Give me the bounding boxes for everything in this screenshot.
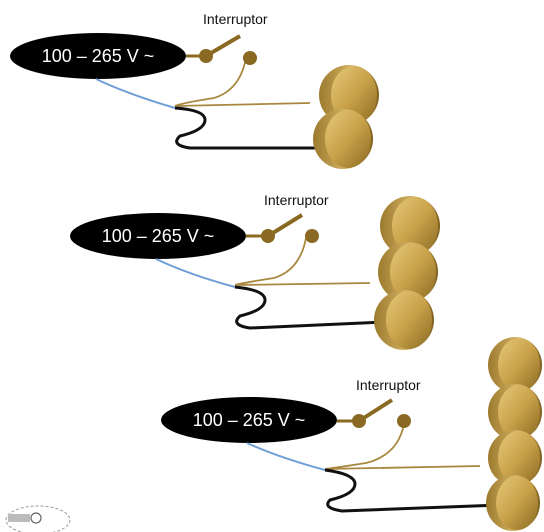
gold-wire	[174, 57, 311, 107]
black-wire	[234, 285, 386, 330]
gold-wire	[234, 237, 371, 286]
voltage-label: 100 – 265 V ~	[193, 410, 306, 430]
switch-contact	[397, 414, 411, 428]
coin-stack	[313, 65, 379, 169]
coin	[486, 475, 540, 531]
switch-contact	[305, 229, 319, 243]
blue-wire	[246, 442, 326, 471]
voltage-label: 100 – 265 V ~	[102, 226, 215, 246]
blue-wire	[155, 258, 236, 288]
coin	[313, 109, 373, 169]
black-wire	[324, 468, 501, 513]
voltage-oval	[10, 33, 186, 79]
voltage-oval	[70, 213, 246, 259]
coin	[488, 430, 542, 486]
switch-label: Interruptor	[264, 192, 329, 208]
diagram-1: 100 – 265 V ~ Interruptor	[10, 11, 379, 169]
coin	[488, 384, 542, 440]
switch-pivot	[352, 414, 366, 428]
diagram-3: 100 – 265 V ~ Interruptor	[161, 337, 542, 531]
coin	[374, 290, 434, 350]
coin	[488, 337, 542, 393]
blue-wire	[95, 78, 176, 109]
seal-logo-icon	[5, 505, 71, 532]
voltage-oval	[161, 397, 337, 443]
switch-contact	[243, 51, 257, 65]
coin-stack	[374, 196, 440, 350]
coin	[378, 242, 438, 302]
switch-pivot	[261, 229, 275, 243]
switch-label: Interruptor	[356, 377, 421, 393]
switch-pivot	[199, 49, 213, 63]
diagram-2: 100 – 265 V ~ Interruptor	[70, 192, 440, 350]
coin-stack	[486, 337, 542, 531]
switch-label: Interruptor	[203, 11, 268, 27]
gold-wire	[324, 423, 481, 470]
voltage-label: 100 – 265 V ~	[42, 46, 155, 66]
black-wire	[174, 106, 325, 150]
coin	[380, 196, 440, 256]
